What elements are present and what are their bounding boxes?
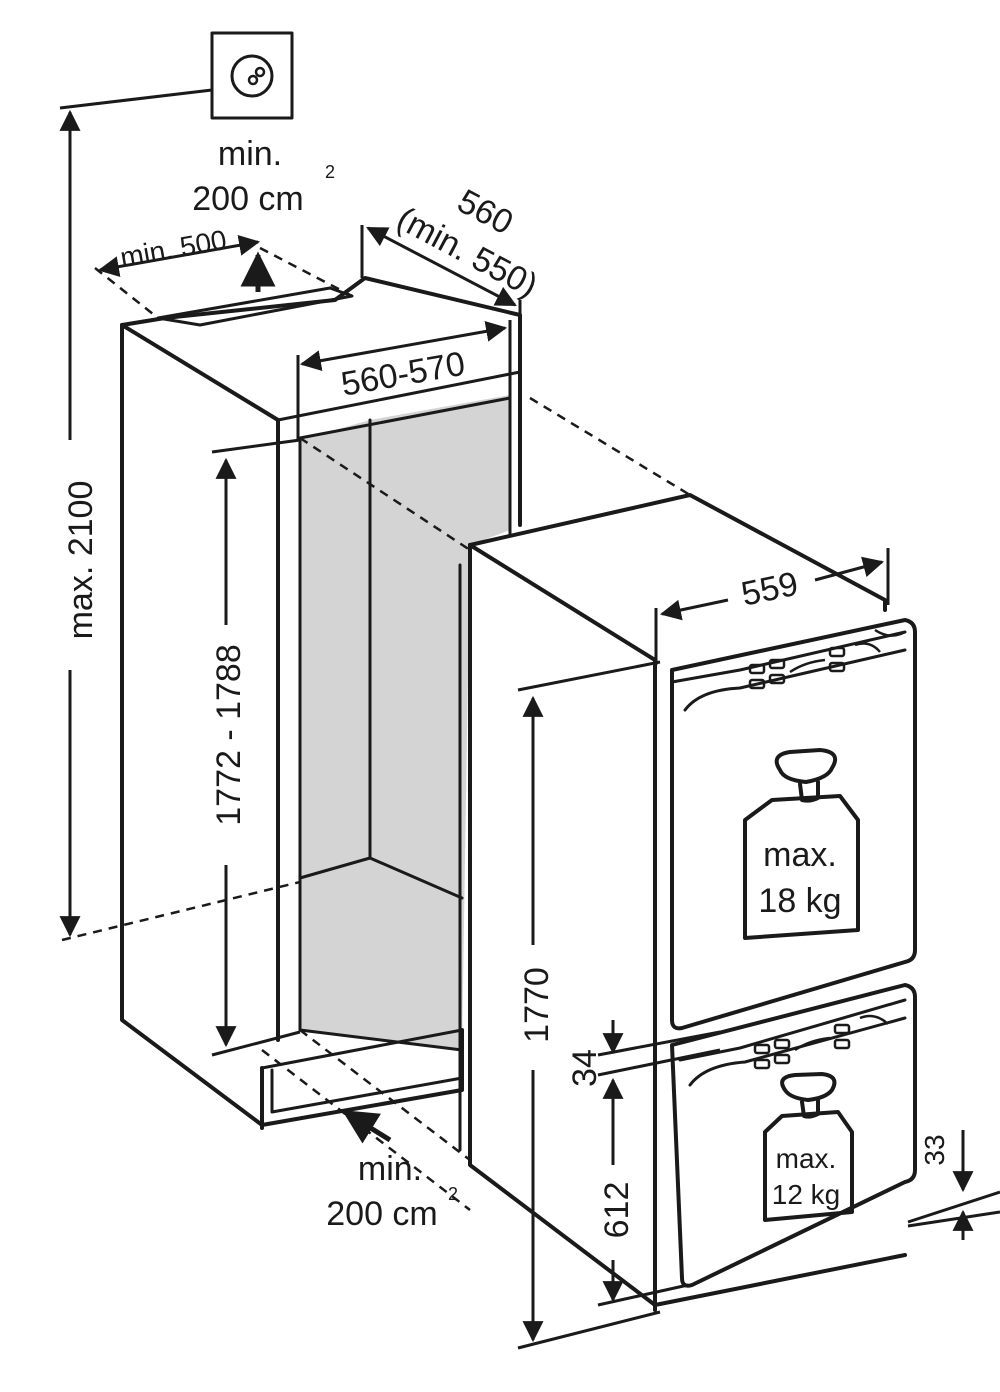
- opening-floor-back: [368, 856, 464, 900]
- lower-door[interactable]: max. 12 kg: [670, 983, 917, 1288]
- appliance-height-label: 1770: [518, 967, 556, 1043]
- max-height-label: max. 2100: [62, 481, 100, 640]
- vent-airflow-in-arrow: [342, 1109, 392, 1144]
- dimension-labels: min. 200 cm 2 min. 500 560 (min. 550) 56…: [62, 135, 950, 1238]
- upper-weight-label-b: 18 kg: [758, 882, 841, 920]
- appliance-top: [468, 493, 887, 612]
- vent-bottom-label-a: min.: [358, 1150, 422, 1188]
- vent-bottom-label-b: 200 cm: [326, 1195, 438, 1233]
- upper-weight-label-a: max.: [763, 836, 837, 874]
- appliance-left: [468, 543, 657, 1312]
- cabinet-top-front: [276, 370, 522, 422]
- lower-weight-label-a: max.: [776, 1143, 837, 1174]
- plinth-front: [260, 1028, 464, 1127]
- lower-weight-label-b: 12 kg: [772, 1179, 841, 1210]
- weight-icon: max. 12 kg: [763, 1072, 854, 1222]
- vent-width-line: [97, 234, 261, 278]
- vent-width-label: min. 500: [118, 224, 229, 273]
- vent-top-label-b: 200 cm: [192, 180, 304, 218]
- appliance-width-left: [659, 598, 729, 621]
- socket-reference-line: [59, 88, 213, 110]
- plinth-top: [260, 1028, 464, 1070]
- bottom-offset-label: 33: [919, 1134, 950, 1165]
- power-socket-icon: [210, 31, 294, 120]
- vent-top-label-a: min.: [218, 135, 282, 173]
- niche-width-line: [299, 320, 508, 372]
- dimension-lines: [59, 109, 1000, 1350]
- niche-height-label: 1772 - 1788: [210, 644, 248, 826]
- upper-door[interactable]: max. 18 kg: [670, 618, 917, 1031]
- depth-line: [366, 226, 517, 307]
- refrigerator-appliance: max. 18 kg ma: [458, 493, 917, 1312]
- vent-bottom-label-exp: 2: [448, 1184, 458, 1204]
- freezer-height-label: 612: [598, 1182, 636, 1239]
- cabinet-front-edge: [120, 323, 280, 1042]
- niche-floor-fill: [300, 858, 462, 1050]
- upper-door-controls[interactable]: [748, 628, 906, 690]
- weight-icon: max. 18 kg: [743, 748, 860, 940]
- appliance-width-label: 559: [738, 565, 801, 614]
- appliance-width-right: [814, 556, 885, 582]
- plinth-inner: [270, 1068, 464, 1114]
- appliance-bottom: [653, 1253, 907, 1307]
- lower-door-controls[interactable]: [753, 1014, 889, 1070]
- niche-cabinet: [120, 276, 522, 1130]
- vent-top-label-exp: 2: [325, 162, 335, 182]
- door-gap-label: 34: [566, 1049, 604, 1087]
